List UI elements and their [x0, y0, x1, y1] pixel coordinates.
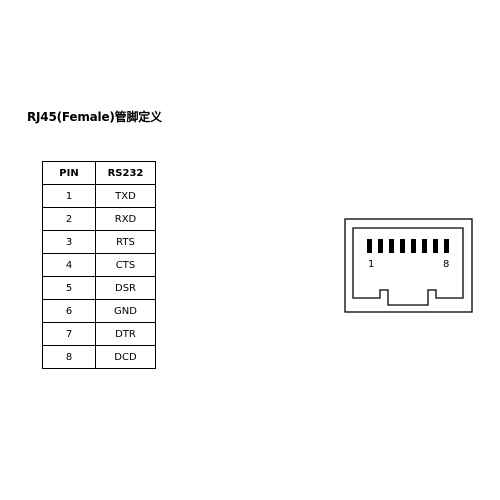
signal-name: RTS [95, 230, 156, 254]
contact-pin-4 [400, 239, 405, 253]
header-pin: PIN [42, 161, 96, 185]
table-row: 6 GND [42, 299, 156, 323]
rj45-jack-diagram: 1 8 [344, 218, 473, 313]
signal-name: TXD [95, 184, 156, 208]
pin-number: 2 [42, 207, 96, 231]
header-rs232: RS232 [95, 161, 156, 185]
contact-pin-8 [444, 239, 449, 253]
table-header-row: PIN RS232 [42, 161, 156, 185]
signal-name: RXD [95, 207, 156, 231]
jack-outer-frame [344, 218, 473, 313]
pin-number: 7 [42, 322, 96, 346]
contact-pins [367, 239, 449, 253]
table-row: 8 DCD [42, 345, 156, 369]
jack-socket-outline [352, 227, 464, 306]
pin-number: 6 [42, 299, 96, 323]
signal-name: DSR [95, 276, 156, 300]
pin-number: 3 [42, 230, 96, 254]
pin-label-last: 8 [443, 259, 449, 270]
pin-number: 1 [42, 184, 96, 208]
contact-pin-5 [411, 239, 416, 253]
pin-definition-table: PIN RS232 1 TXD 2 RXD 3 RTS 4 CTS 5 DSR … [42, 161, 156, 369]
table-row: 4 CTS [42, 253, 156, 277]
signal-name: DTR [95, 322, 156, 346]
table-row: 3 RTS [42, 230, 156, 254]
table-row: 1 TXD [42, 184, 156, 208]
signal-name: DCD [95, 345, 156, 369]
signal-name: CTS [95, 253, 156, 277]
page-title: RJ45(Female)管脚定义 [27, 110, 162, 124]
pin-label-first: 1 [368, 259, 374, 270]
contact-pin-2 [378, 239, 383, 253]
pin-number: 5 [42, 276, 96, 300]
table-row: 7 DTR [42, 322, 156, 346]
contact-pin-6 [422, 239, 427, 253]
table-row: 5 DSR [42, 276, 156, 300]
contact-pin-3 [389, 239, 394, 253]
pin-number: 4 [42, 253, 96, 277]
signal-name: GND [95, 299, 156, 323]
table-row: 2 RXD [42, 207, 156, 231]
contact-pin-1 [367, 239, 372, 253]
pin-number: 8 [42, 345, 96, 369]
contact-pin-7 [433, 239, 438, 253]
